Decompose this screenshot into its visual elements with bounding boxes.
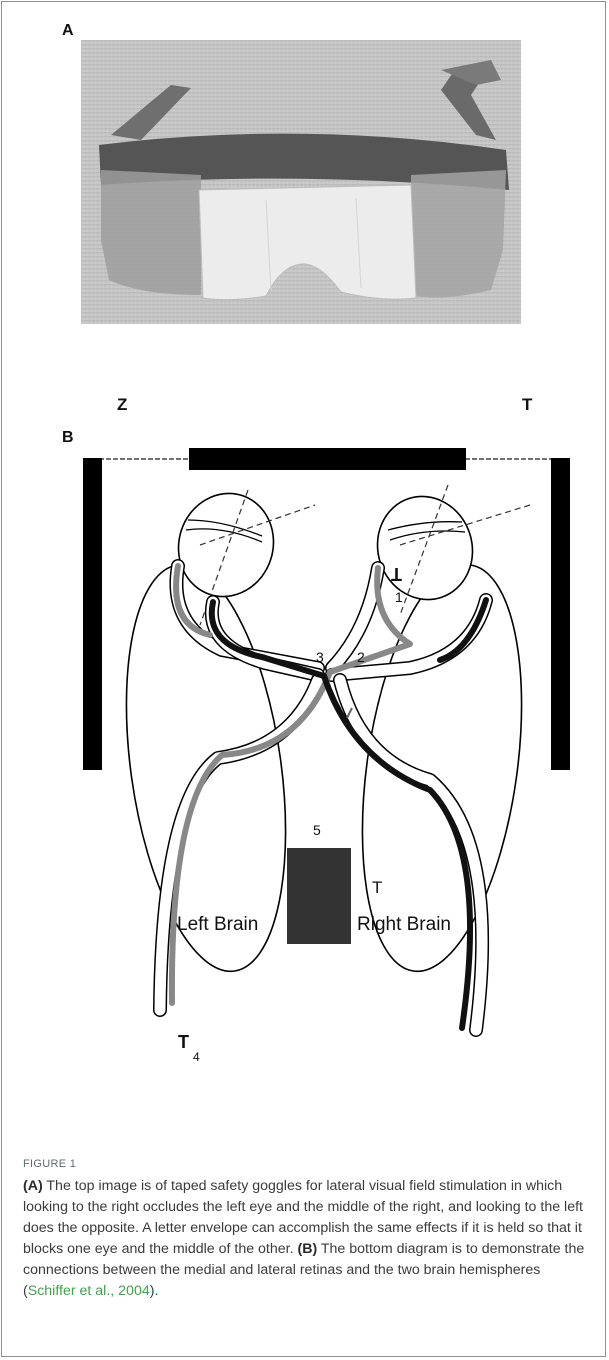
center-blocker xyxy=(189,448,466,470)
right-t-tag: T xyxy=(372,878,382,897)
label-3: 3 xyxy=(316,649,324,665)
figure-caption: (A) The top image is of taped safety gog… xyxy=(23,1176,588,1302)
caption-end: ). xyxy=(150,1283,159,1299)
eye-t-inverted: T xyxy=(391,564,402,584)
left-brain-label: Left Brain xyxy=(177,914,258,935)
right-lens xyxy=(411,170,506,298)
letter-top-left: Z xyxy=(117,395,127,414)
left-t-tag: T xyxy=(178,1032,189,1052)
right-blocker xyxy=(551,458,570,770)
right-eye xyxy=(364,484,530,615)
caption-a-marker: (A) xyxy=(23,1178,43,1194)
goggles-photo xyxy=(81,40,521,324)
panel-a-label: A xyxy=(62,22,74,40)
caption-b-marker: (B) xyxy=(297,1241,317,1257)
citation-link[interactable]: Schiffer et al., 2004 xyxy=(28,1283,150,1299)
left-lens xyxy=(101,170,201,295)
letter-top-right: T xyxy=(522,395,533,414)
retina-brain-diagram: Z T xyxy=(0,380,609,1100)
label-4: 4 xyxy=(193,1050,200,1064)
figure-label: FIGURE 1 xyxy=(23,1158,76,1170)
label-5: 5 xyxy=(313,822,321,838)
corpus-callosum-block xyxy=(287,848,351,944)
left-blocker xyxy=(83,458,102,770)
label-2: 2 xyxy=(357,649,365,665)
label-1: 1 xyxy=(395,589,403,605)
left-eye xyxy=(165,481,315,625)
right-brain-label: Right Brain xyxy=(357,914,451,935)
